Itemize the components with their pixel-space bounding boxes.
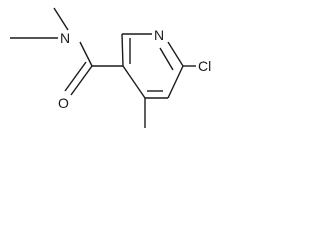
bond-c6-c5 <box>167 65 184 99</box>
bond-carbonyl-o-inner <box>64 61 87 92</box>
bond-carbonyl-n <box>79 41 93 67</box>
structure-canvas: N Cl N O <box>0 0 234 146</box>
atom-cl: Cl <box>198 58 211 74</box>
molecule-diagram: N Cl N O <box>10 7 211 128</box>
atom-n-amide: N <box>60 30 70 46</box>
atom-n-ring: N <box>154 27 164 43</box>
bond-n-methyl-up <box>53 7 69 31</box>
bond-c4-c3 <box>122 65 146 99</box>
bond-carbonyl-o <box>70 65 93 96</box>
atom-o-carbonyl: O <box>58 95 69 111</box>
bond-n1-c6-inner <box>159 47 174 71</box>
bond-n1-c6 <box>167 41 184 67</box>
bond-c3-c2 <box>121 33 124 67</box>
